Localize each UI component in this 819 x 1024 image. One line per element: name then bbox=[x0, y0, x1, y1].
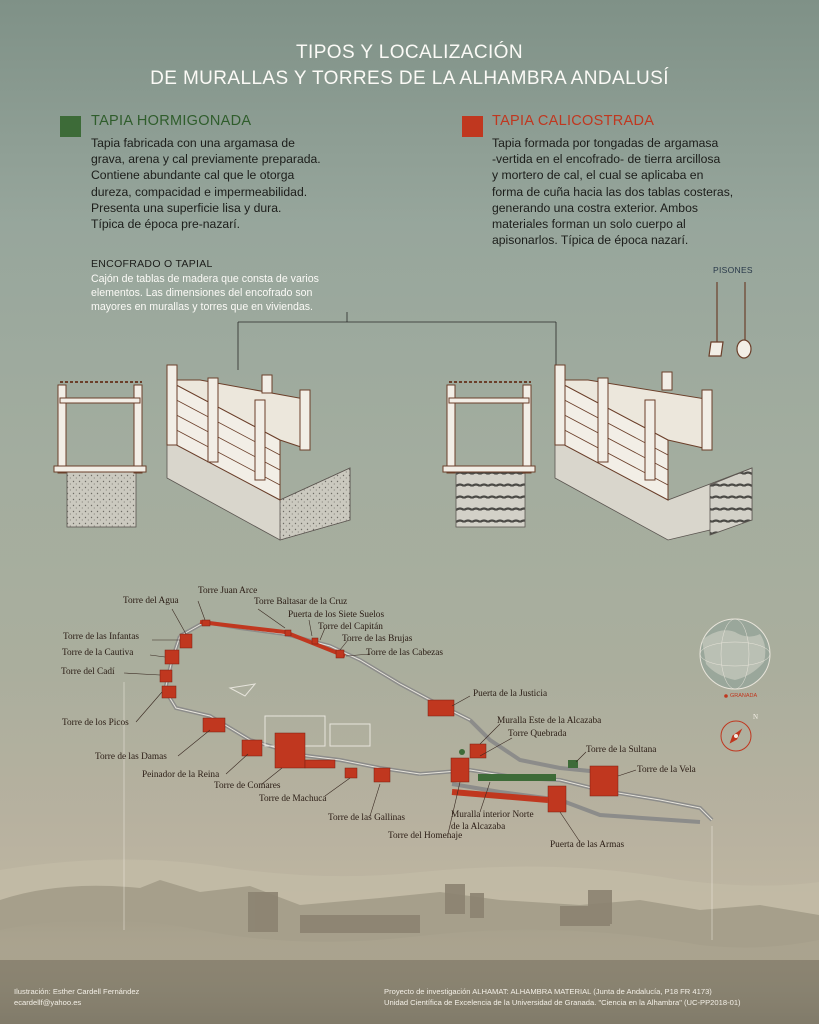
label-torre-picos: Torre de los Picos bbox=[62, 718, 129, 728]
label-torre-sultana: Torre de la Sultana bbox=[586, 745, 657, 755]
label-siete-suelos: Puerta de los Siete Suelos bbox=[288, 610, 385, 620]
label-torre-juan-arce: Torre Juan Arce bbox=[198, 586, 258, 596]
hormigonada-description: Tapia fabricada con una argamasa de grav… bbox=[91, 135, 391, 232]
hormigonada-swatch bbox=[60, 116, 81, 137]
label-torre-brujas: Torre de las Brujas bbox=[342, 634, 413, 644]
encofrado-heading: ENCOFRADO O TAPIAL bbox=[91, 258, 213, 270]
credit-email: ecardellf@yahoo.es bbox=[14, 998, 82, 1007]
title-line-2: DE MURALLAS Y TORRES DE LA ALHAMBRA ANDA… bbox=[150, 68, 669, 89]
calicostrada-line: generando una costra exterior. Ambos bbox=[492, 200, 698, 215]
label-torre-quebrada: Torre Quebrada bbox=[508, 729, 567, 739]
label-torre-infantas: Torre de las Infantas bbox=[63, 632, 140, 642]
label-muralla-interior-1: Muralla interior Norte bbox=[451, 810, 534, 820]
label-muralla-este: Muralla Este de la Alcazaba bbox=[497, 716, 602, 726]
calicostrada-cross-section bbox=[442, 381, 536, 528]
page-title: TIPOS Y LOCALIZACIÓN DE MURALLAS Y TORRE… bbox=[0, 40, 819, 92]
calicostrada-heading: TAPIA CALICOSTRADA bbox=[492, 113, 655, 129]
label-puerta-justicia: Puerta de la Justicia bbox=[473, 689, 548, 699]
guide-lines bbox=[123, 682, 713, 940]
calicostrada-formwork bbox=[554, 364, 753, 541]
calicostrada-description: Tapia formada por tongadas de argamasa -… bbox=[492, 135, 792, 248]
label-torre-cautiva: Torre de la Cautiva bbox=[62, 648, 134, 658]
hormigonada-line: Tapia fabricada con una argamasa de bbox=[91, 136, 295, 150]
globe-location-label: GRANADA bbox=[730, 693, 758, 699]
credit-project: Proyecto de investigación ALHAMAT: ALHAM… bbox=[384, 987, 712, 996]
label-torre-homenaje: Torre del Homenaje bbox=[388, 831, 463, 841]
label-torre-agua: Torre del Agua bbox=[123, 596, 179, 606]
encofrado-line: elementos. Las dimensiones del encofrado… bbox=[91, 286, 313, 299]
label-peinador: Peinador de la Reina bbox=[142, 770, 220, 780]
landscape-silhouette bbox=[0, 859, 819, 1024]
label-torre-comares: Torre de Comares bbox=[214, 781, 281, 791]
hormigonada-line: Típica de época pre-nazarí. bbox=[91, 217, 241, 232]
label-torre-capitan: Torre del Capitán bbox=[318, 622, 383, 632]
label-torre-damas: Torre de las Damas bbox=[95, 752, 167, 762]
hormigonada-line: grava, arena y cal previamente preparada… bbox=[91, 152, 321, 167]
hormigonada-walls bbox=[459, 749, 578, 781]
label-torre-cadi: Torre del Cadí bbox=[61, 667, 115, 677]
compass-north-label: N bbox=[753, 713, 759, 721]
encofrado-connector bbox=[237, 312, 557, 370]
credit-unit: Unidad Científica de Excelencia de la Un… bbox=[384, 998, 741, 1007]
label-torre-machuca: Torre de Machuca bbox=[259, 794, 327, 804]
leader-lines bbox=[123, 600, 637, 843]
credits-left: Ilustración: Esther Cardell Fernández ec… bbox=[14, 986, 139, 1008]
title-line-1: TIPOS Y LOCALIZACIÓN bbox=[296, 42, 523, 63]
credits-right: Proyecto de investigación ALHAMAT: ALHAM… bbox=[384, 986, 741, 1008]
calicostrada-line: -vertida en el encofrado- de tierra arci… bbox=[492, 152, 721, 167]
calicostrada-towers bbox=[159, 619, 619, 813]
calicostrada-swatch bbox=[462, 116, 483, 137]
hormigonada-line: Presenta una superficie lisa y dura. bbox=[91, 200, 282, 215]
pisones-label: PISONES bbox=[713, 265, 753, 275]
hormigonada-line: Contiene abundante cal que le otorga bbox=[91, 168, 295, 183]
compass-icon bbox=[720, 720, 752, 752]
credit-illustrator: Ilustración: Esther Cardell Fernández bbox=[14, 987, 140, 996]
label-torre-baltasar: Torre Baltasar de la Cruz bbox=[254, 597, 348, 607]
encofrado-line: Cajón de tablas de madera que consta de … bbox=[91, 273, 319, 285]
label-torre-vela: Torre de la Vela bbox=[637, 765, 696, 775]
encofrado-description: Cajón de tablas de madera que consta de … bbox=[91, 273, 371, 314]
label-puerta-armas: Puerta de las Armas bbox=[550, 840, 625, 850]
encofrado-line: mayores en murallas y torres que en vivi… bbox=[91, 300, 313, 313]
label-torre-cabezas: Torre de las Cabezas bbox=[366, 648, 444, 658]
hormigonada-cross-section bbox=[53, 381, 147, 528]
calicostrada-line: apisonarlos. Típica de época nazarí. bbox=[492, 233, 689, 248]
pisones-tools bbox=[708, 282, 752, 359]
calicostrada-line: Tapia formada por tongadas de argamasa bbox=[492, 136, 719, 150]
label-muralla-interior-2: de la Alcazaba bbox=[451, 822, 506, 832]
hormigonada-formwork bbox=[166, 364, 351, 541]
calicostrada-line: y mortero de cal, el cual se aplicaba en bbox=[492, 168, 704, 183]
calicostrada-line: materiales forman un solo cuerpo al bbox=[492, 217, 686, 232]
calicostrada-line: forma de cuña hacia las dos tablas coste… bbox=[492, 184, 734, 199]
globe-icon bbox=[699, 618, 771, 698]
hormigonada-line: dureza, compacidad e impermeabilidad. bbox=[91, 184, 308, 199]
hormigonada-heading: TAPIA HORMIGONADA bbox=[91, 113, 252, 129]
label-torre-gallinas: Torre de las Gallinas bbox=[328, 813, 406, 823]
